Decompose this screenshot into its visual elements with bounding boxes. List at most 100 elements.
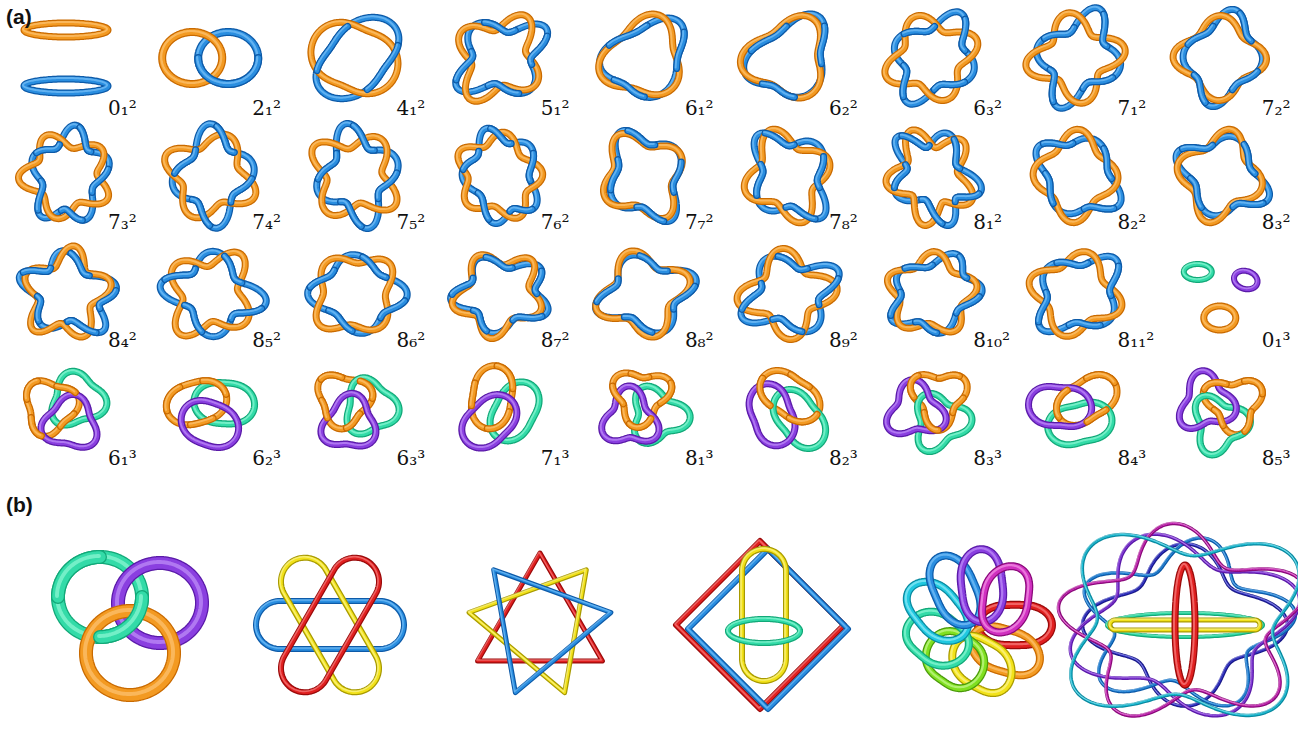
tube-highlight (165, 386, 179, 410)
link-tube-over (23, 268, 51, 272)
link-tube-over (1244, 144, 1255, 173)
link-label: 8₇² (541, 330, 570, 350)
link-tube (744, 129, 830, 223)
tube-highlight (317, 152, 336, 178)
link-tube-over (378, 173, 397, 199)
link-tube (773, 390, 826, 449)
link-label: 8₁₁² (1118, 330, 1155, 350)
tube-highlight (457, 131, 542, 217)
link-label: 6₁² (685, 98, 714, 118)
link-tube-over (217, 126, 235, 152)
link-tube-over (1240, 13, 1251, 41)
link-tube (1176, 136, 1269, 216)
tube-highlight (595, 250, 689, 336)
link-tube (1029, 387, 1092, 427)
link-label: 0₁² (108, 98, 137, 118)
link-tube-over (60, 414, 74, 427)
link-tube (308, 255, 408, 334)
tube-highlight (1103, 148, 1111, 178)
tube-highlight (1056, 389, 1067, 416)
link-tube (494, 570, 611, 693)
link-tube-over (953, 398, 964, 413)
link-tube-over (478, 193, 489, 219)
tube-highlight (598, 13, 679, 94)
tube-highlight (1028, 251, 1121, 336)
link-tube-over (486, 257, 512, 268)
link-tube (1084, 538, 1295, 706)
link-tube-over (1245, 412, 1252, 432)
link-tube (1179, 371, 1236, 429)
link-tube-over (473, 310, 486, 331)
link-label: 7₆² (541, 212, 570, 232)
link-tube-over (510, 209, 532, 212)
tube-highlight (1082, 543, 1287, 705)
link-tube-over (1044, 28, 1074, 39)
link-tube (740, 16, 820, 98)
link-tube-over (1045, 173, 1053, 203)
tube-highlight (98, 290, 115, 308)
tube-highlight (1176, 128, 1261, 221)
link-tube-over (486, 257, 512, 268)
link-tube-over (613, 386, 624, 404)
link-label: 8₂³ (829, 448, 858, 468)
link-tube (1110, 620, 1260, 630)
link-tube (887, 380, 947, 434)
link-tube-over (231, 309, 262, 320)
link-tube-over (1232, 72, 1257, 90)
link-tube-over (954, 139, 960, 168)
link-tube (885, 16, 978, 101)
tube-highlight (610, 159, 618, 190)
tube-highlight (636, 206, 663, 220)
link-label: 8₈² (685, 330, 714, 350)
link-tube (1184, 264, 1212, 280)
link-tube (773, 390, 826, 449)
link-tube-over (818, 279, 838, 305)
link-label: 7₂² (1262, 98, 1291, 118)
tube-highlight (748, 383, 794, 445)
link-tube-over (1214, 410, 1223, 426)
link-tube-over (922, 199, 943, 223)
link-tube-over (1069, 322, 1100, 325)
tube-highlight (230, 308, 261, 319)
link-tube (599, 14, 680, 95)
link-tube-over (367, 45, 398, 89)
tube-highlight (1189, 177, 1200, 206)
link-tube-over (203, 381, 226, 395)
link-label: 8₁₀² (973, 330, 1010, 350)
tube-highlight (320, 392, 375, 445)
tube-highlight (380, 300, 404, 317)
tube-highlight (471, 382, 475, 405)
link-tube-over (100, 597, 142, 637)
link-tube-over (1057, 262, 1088, 265)
link-tube-over (953, 398, 964, 413)
link-tube-over (673, 162, 681, 193)
link-tube-over (225, 256, 242, 283)
tube-highlight (921, 198, 942, 222)
link-tube (1110, 620, 1260, 630)
tube-highlight (159, 250, 265, 335)
link-tube-over (609, 26, 647, 46)
link-label: 2₁² (252, 98, 281, 118)
link-tube-over (231, 179, 252, 203)
tube-highlight (23, 78, 107, 92)
tube-highlight (1109, 265, 1118, 295)
tube-highlight (1102, 13, 1106, 45)
tube-highlight (1082, 77, 1112, 88)
tube-highlight (1058, 523, 1298, 716)
link-tube-over (166, 387, 180, 411)
link-tube (728, 619, 800, 643)
link-tube-over (198, 58, 258, 84)
link-tube (256, 601, 404, 649)
link-tube-over (225, 256, 242, 283)
link-tube (24, 79, 108, 93)
tube-highlight (885, 129, 972, 225)
link-tube-over (36, 145, 59, 153)
tube-highlight (79, 127, 90, 151)
tube-highlight (174, 149, 195, 173)
link-tube-over (472, 383, 476, 406)
link-tube-over (939, 375, 960, 378)
link-tube-over (956, 297, 979, 314)
tube-highlight (59, 413, 73, 426)
tube-highlight (493, 569, 610, 692)
link-label: 8₂² (1118, 212, 1147, 232)
